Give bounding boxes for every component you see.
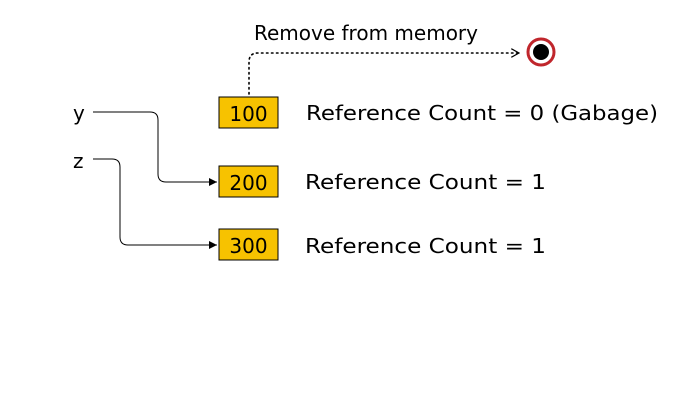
pointer-z-to-300: [93, 158, 217, 249]
object-value-200: 200: [229, 171, 267, 195]
reference-count-caption-100: Reference Count = 0 (Gabage): [306, 101, 658, 125]
remove-from-memory-label: Remove from memory: [254, 21, 478, 45]
pointer-y-to-200: [93, 111, 217, 186]
variable-z-label: z: [73, 149, 84, 173]
object-box-300: 300: [218, 228, 279, 261]
object-box-100: 100: [218, 96, 279, 129]
end-state-icon: [526, 37, 556, 67]
reference-count-caption-200: Reference Count = 1: [305, 170, 546, 194]
object-box-200: 200: [218, 165, 279, 198]
object-value-100: 100: [229, 102, 267, 126]
reference-count-caption-300: Reference Count = 1: [305, 234, 546, 258]
variable-y-label: y: [73, 101, 85, 125]
object-value-300: 300: [229, 234, 267, 258]
removal-dotted-arrow: [248, 53, 519, 95]
